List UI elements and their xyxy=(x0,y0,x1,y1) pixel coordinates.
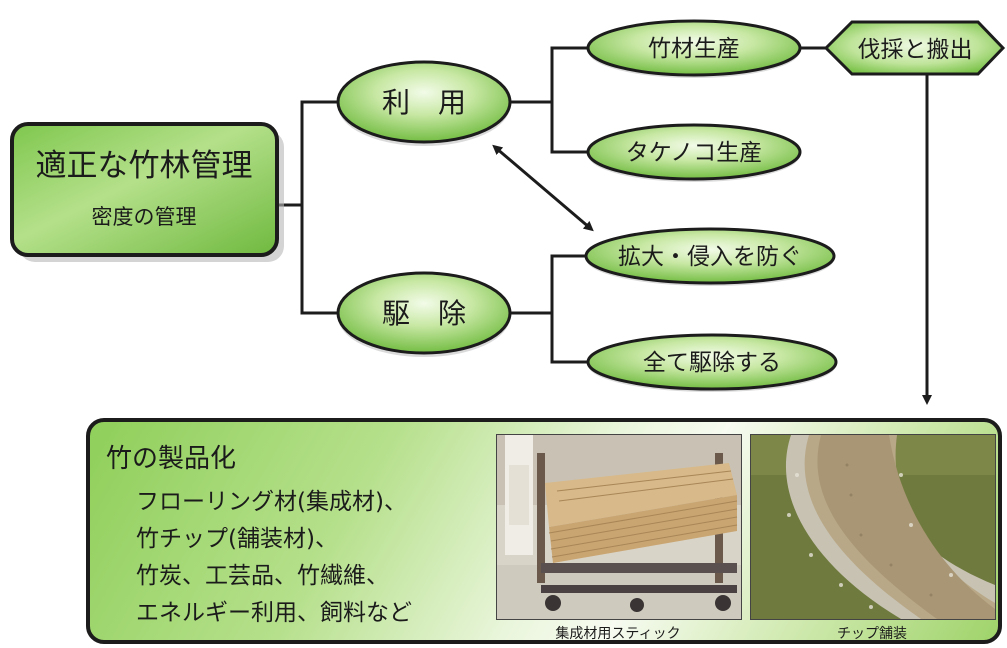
connector-removal-prevent xyxy=(510,254,588,315)
products-list-item: 竹炭、工芸品、竹繊維、 xyxy=(136,563,389,589)
prevent-spread-label: 拡大・侵入を防ぐ xyxy=(618,244,802,270)
chip-pavement-photo xyxy=(750,434,996,620)
connector-removal-all xyxy=(550,313,588,364)
bamboo-products-panel: 竹の製品化 フローリング材(集成材)、 竹チップ(舗装材)、 竹炭、工芸品、竹繊… xyxy=(86,418,1002,644)
root-node: 適正な竹林管理 密度の管理 xyxy=(10,122,284,262)
shoot-production-node: タケノコ生産 xyxy=(586,123,802,182)
shoot-production-label: タケノコ生産 xyxy=(626,140,763,166)
laminated-sticks-photo xyxy=(496,434,742,620)
use-label: 利 用 xyxy=(382,86,466,119)
connector-root-removal xyxy=(300,205,338,315)
double-arrow-use-prevent xyxy=(492,144,594,232)
connector-root-use xyxy=(278,100,338,207)
remove-all-label: 全て駆除する xyxy=(643,350,781,376)
connector-use-bamboo xyxy=(510,46,588,104)
chip-pavement-caption: チップ舗装 xyxy=(837,626,907,642)
products-list-item: 竹チップ(舗装材)、 xyxy=(136,526,338,552)
harvest-node: 伐採と搬出 xyxy=(823,20,1006,76)
products-list-item: エネルギー利用、飼料など xyxy=(136,600,412,626)
root-title: 適正な竹林管理 xyxy=(36,148,253,184)
products-list-item: フローリング材(集成材)、 xyxy=(136,489,407,515)
harvest-label: 伐採と搬出 xyxy=(858,37,973,63)
bamboo-production-label: 竹材生産 xyxy=(648,36,740,62)
connector-use-shoot xyxy=(550,102,588,154)
use-node: 利 用 xyxy=(336,60,512,146)
laminated-sticks-caption: 集成材用スティック xyxy=(555,626,681,642)
removal-label: 駆 除 xyxy=(382,297,466,330)
root-subtitle: 密度の管理 xyxy=(92,205,197,229)
laminated-sticks-image xyxy=(497,435,741,619)
prevent-spread-node: 拡大・侵入を防ぐ xyxy=(584,227,836,286)
diagram-canvas: 適正な竹林管理 密度の管理 利 用 駆 除 竹材生産 タケノコ生産 xyxy=(10,19,1006,405)
chip-pavement-image xyxy=(751,435,995,619)
products-title: 竹の製品化 xyxy=(106,444,237,474)
remove-all-node: 全て駆除する xyxy=(586,333,838,392)
bamboo-production-node: 竹材生産 xyxy=(586,19,802,78)
connector-lines xyxy=(278,46,932,405)
products-list: フローリング材(集成材)、 竹チップ(舗装材)、 竹炭、工芸品、竹繊維、 エネル… xyxy=(136,484,412,632)
removal-node: 駆 除 xyxy=(336,271,512,357)
